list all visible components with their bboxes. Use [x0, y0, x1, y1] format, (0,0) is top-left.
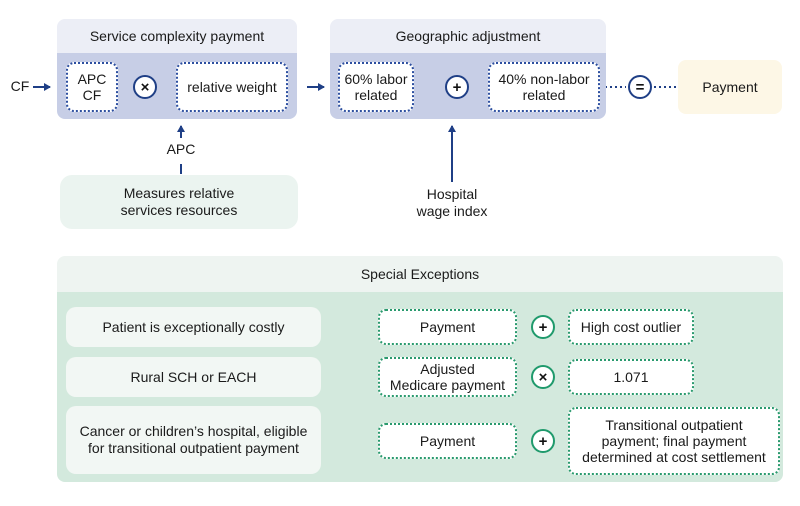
condition-cancer-children: Cancer or children’s hospital, eligible …: [66, 406, 321, 474]
labor-related-box: 60% labor related: [338, 62, 414, 112]
nonlabor-related-box: 40% non-labor related: [488, 62, 600, 112]
geo-panel-title: Geographic adjustment: [330, 19, 606, 53]
apc-label: APC: [166, 141, 196, 157]
row1-plus-operator: +: [531, 315, 555, 339]
row3-transitional-box: Transitional outpatient payment; final p…: [568, 407, 780, 475]
payment-box: Payment: [678, 60, 782, 114]
special-exceptions-title: Special Exceptions: [57, 256, 783, 292]
measures-box: Measures relative services resources: [60, 175, 298, 229]
plus-operator: +: [445, 75, 469, 99]
row1-payment-box: Payment: [378, 309, 517, 345]
condition-rural: Rural SCH or EACH: [66, 357, 321, 397]
row2-multiply-operator: ×: [531, 365, 555, 389]
row3-plus-operator: +: [531, 429, 555, 453]
condition-costly: Patient is exceptionally costly: [66, 307, 321, 347]
relative-weight-box: relative weight: [176, 62, 288, 112]
wage-index-label: Hospital wage index: [416, 186, 488, 219]
row3-payment-box: Payment: [378, 423, 517, 459]
row2-adjusted-box: Adjusted Medicare payment: [378, 357, 517, 397]
multiply-operator: ×: [133, 75, 157, 99]
row1-outlier-box: High cost outlier: [568, 309, 694, 345]
equals-operator: =: [628, 75, 652, 99]
apc-cf-box: APC CF: [66, 62, 118, 112]
cf-label: CF: [10, 78, 30, 94]
service-panel-title: Service complexity payment: [57, 19, 297, 53]
row2-factor-box: 1.071: [568, 359, 694, 395]
